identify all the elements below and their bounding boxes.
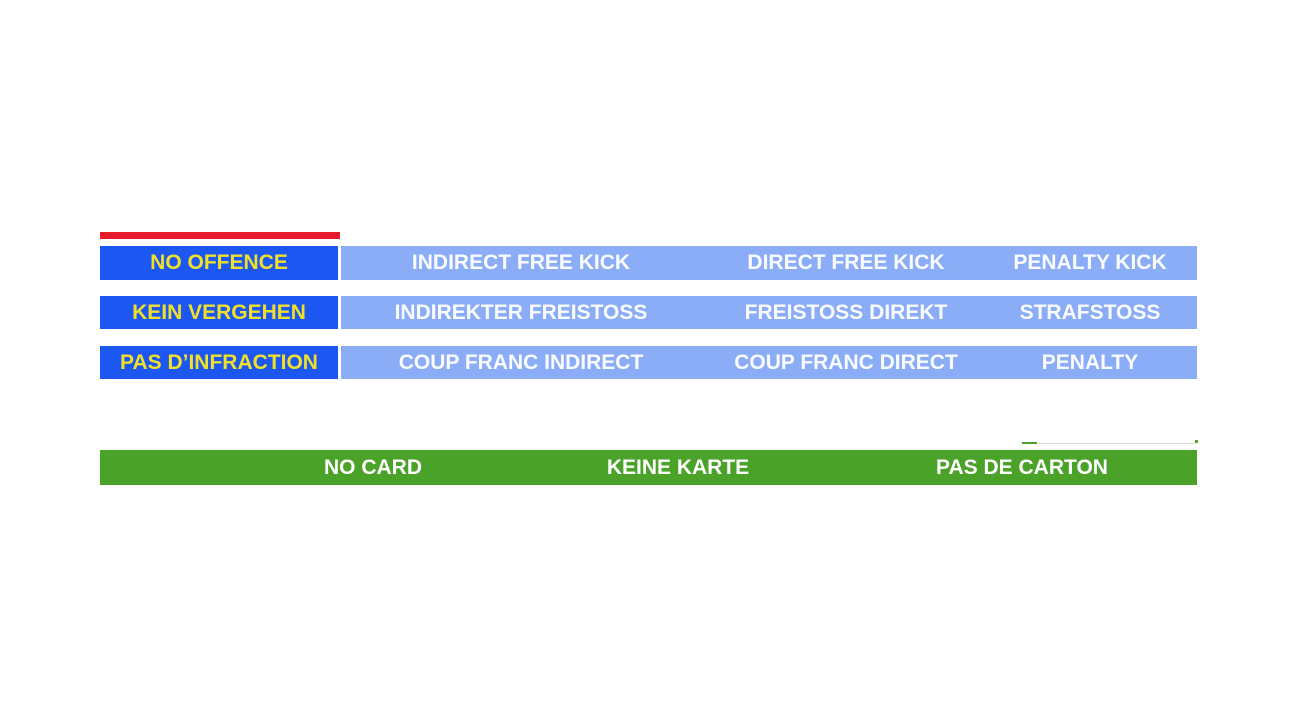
no-card-bar: NO CARD KEINE KARTE PAS DE CARTON	[100, 450, 1197, 485]
cell-penalty: PENALTY	[1041, 350, 1139, 374]
cell-coup-franc-direct: COUP FRANC DIRECT	[734, 350, 958, 374]
cell-strafstoss: STRAFSTOSS	[1019, 300, 1161, 324]
cell-indirect-free-kick: INDIRECT FREE KICK	[411, 251, 631, 274]
cell-freistoss-direkt: FREISTOSS DIREKT	[744, 300, 948, 324]
card-label-no-card: NO CARD	[324, 455, 422, 479]
cell-indirekter-freistoss: INDIREKTER FREISTOSS	[394, 300, 648, 324]
artifact-green-dot	[1195, 440, 1198, 443]
card-label-keine-karte: KEINE KARTE	[606, 455, 750, 479]
decision-bar-french: COUP FRANC INDIRECT COUP FRANC DIRECT PE…	[341, 346, 1197, 379]
decision-bar-german: INDIREKTER FREISTOSS FREISTOSS DIREKT ST…	[341, 296, 1197, 329]
decision-bar-english: INDIRECT FREE KICK DIRECT FREE KICK PENA…	[341, 246, 1197, 280]
red-accent-bar	[100, 232, 340, 239]
artifact-gray-line	[1038, 443, 1195, 444]
no-offence-box-german: KEIN VERGEHEN	[100, 296, 338, 329]
cell-coup-franc-indirect: COUP FRANC INDIRECT	[398, 350, 644, 374]
card-label-pas-de-carton: PAS DE CARTON	[936, 455, 1108, 479]
cell-direct-free-kick: DIRECT FREE KICK	[747, 251, 945, 274]
no-offence-box-english: NO OFFENCE	[100, 246, 338, 280]
no-offence-box-french: PAS D’INFRACTION	[100, 346, 338, 379]
cell-penalty-kick: PENALTY KICK	[1013, 251, 1167, 274]
artifact-green-line	[1022, 442, 1037, 444]
